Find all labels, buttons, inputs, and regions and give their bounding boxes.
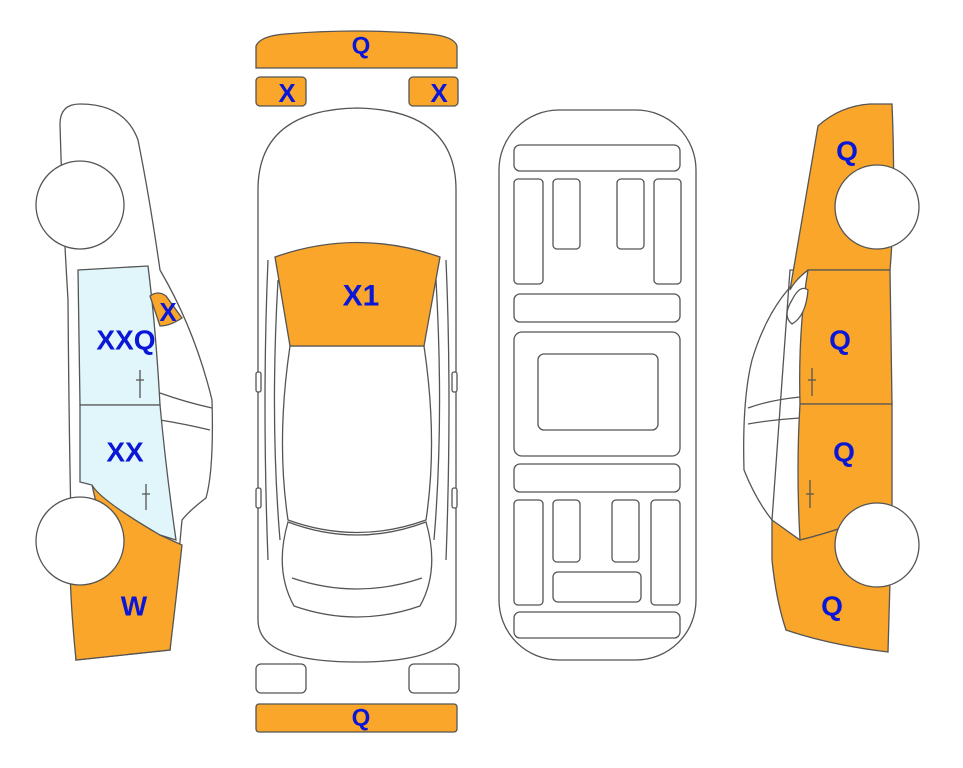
left-door-handles bbox=[136, 370, 150, 510]
left-rear-wheel bbox=[35, 496, 125, 586]
left-rear-quarter-label: W bbox=[121, 591, 148, 622]
front-bumper-label: Q bbox=[352, 33, 371, 60]
right-front-door[interactable]: Q bbox=[799, 269, 893, 405]
right-rear-door-label: Q bbox=[833, 437, 855, 468]
right-front-wheel bbox=[834, 164, 920, 250]
rear-bumper[interactable]: Q bbox=[255, 703, 458, 733]
left-front-window-small[interactable]: X bbox=[149, 292, 183, 327]
front-bumper[interactable]: Q bbox=[255, 30, 458, 69]
top-view-car bbox=[255, 107, 458, 663]
left-front-wheel bbox=[35, 160, 125, 250]
right-door-handles bbox=[806, 368, 816, 508]
right-side-car bbox=[743, 269, 810, 522]
windshield[interactable]: X1 bbox=[274, 241, 441, 347]
left-rear-door-label: XX bbox=[106, 437, 144, 468]
left-front-door-label: XXQ bbox=[96, 325, 155, 356]
right-front-fender-label: Q bbox=[836, 136, 858, 167]
windshield-label: X1 bbox=[343, 280, 380, 313]
right-rear-wheel bbox=[834, 502, 920, 588]
left-headlight-label: X bbox=[278, 78, 296, 108]
right-mirror bbox=[786, 287, 809, 325]
rear-bumper-label: Q bbox=[352, 705, 371, 732]
left-taillight[interactable] bbox=[255, 663, 307, 694]
right-taillight[interactable] bbox=[408, 663, 460, 694]
underbody-view bbox=[498, 109, 697, 661]
right-headlight[interactable]: X bbox=[408, 76, 459, 108]
right-headlight-label: X bbox=[430, 78, 448, 108]
right-rear-quarter-label: Q bbox=[821, 591, 843, 622]
left-headlight[interactable]: X bbox=[255, 76, 307, 108]
right-front-door-label: Q bbox=[829, 325, 851, 356]
left-front-door[interactable]: XXQ bbox=[77, 265, 161, 406]
left-front-window-small-label: X bbox=[159, 297, 177, 327]
left-rear-door[interactable]: XX bbox=[79, 404, 177, 541]
